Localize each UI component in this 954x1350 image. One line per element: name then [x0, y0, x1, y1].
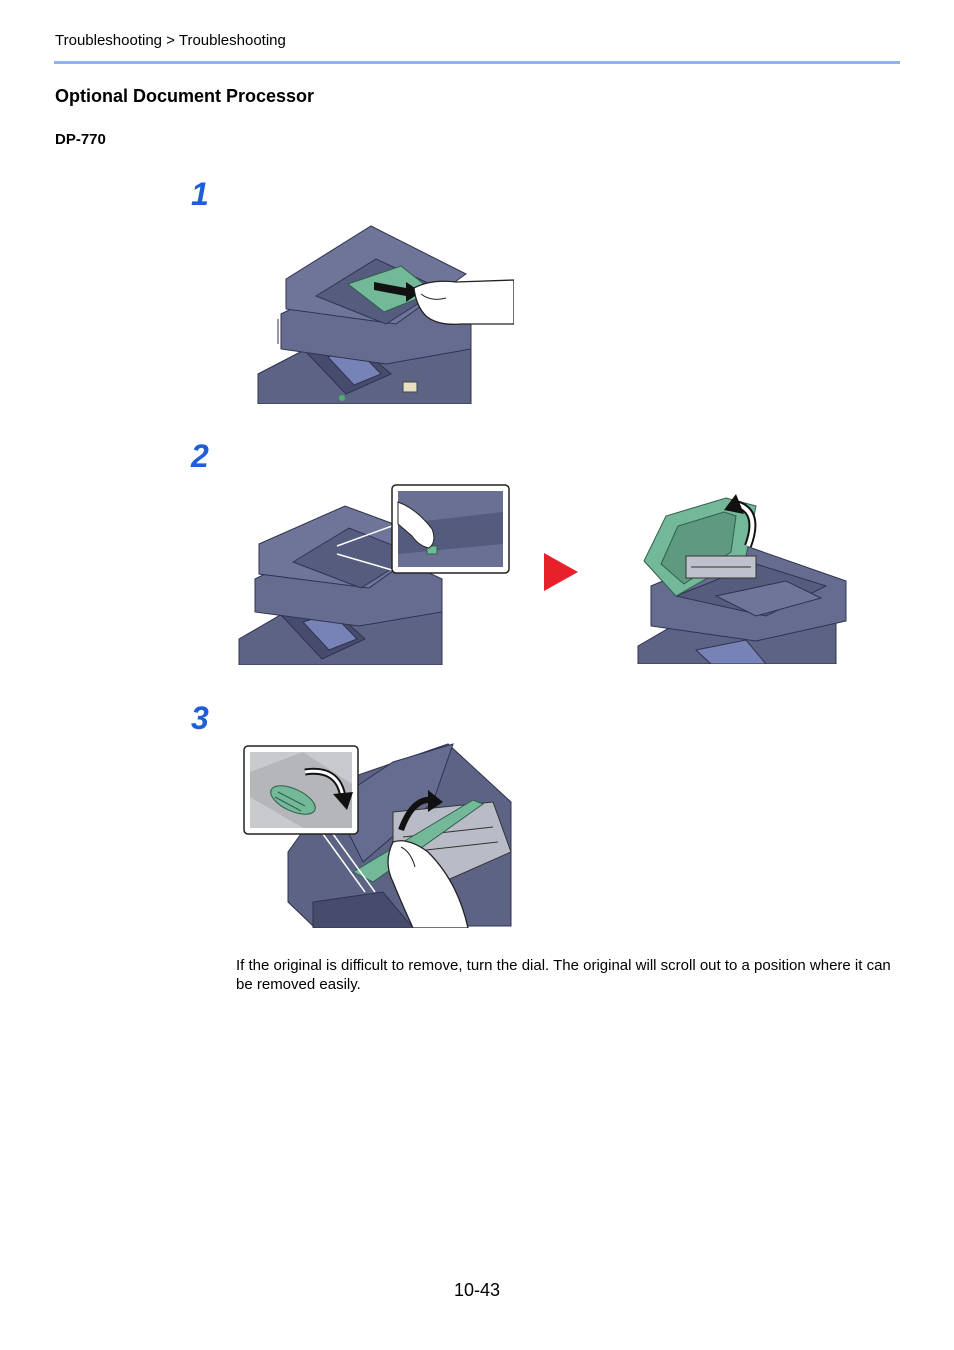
step-2-illustration-right — [636, 486, 848, 664]
next-step-arrow-icon — [544, 553, 578, 591]
step-3-illustration — [243, 742, 513, 928]
section-title: Optional Document Processor — [55, 86, 315, 106]
step-1-number: 1 — [191, 176, 209, 212]
note-text: If the original is difficult to remove, … — [236, 957, 891, 993]
step-2-number: 2 — [191, 438, 209, 474]
page-number: 10-43 — [453, 1280, 501, 1300]
breadcrumb[interactable]: Troubleshooting > Troubleshooting — [55, 32, 286, 49]
step-1-illustration — [256, 224, 514, 404]
header-rule — [54, 61, 900, 64]
step-3-number: 3 — [191, 700, 209, 736]
step-2-illustration-left — [237, 484, 512, 665]
model-label: DP-770 — [55, 131, 106, 148]
